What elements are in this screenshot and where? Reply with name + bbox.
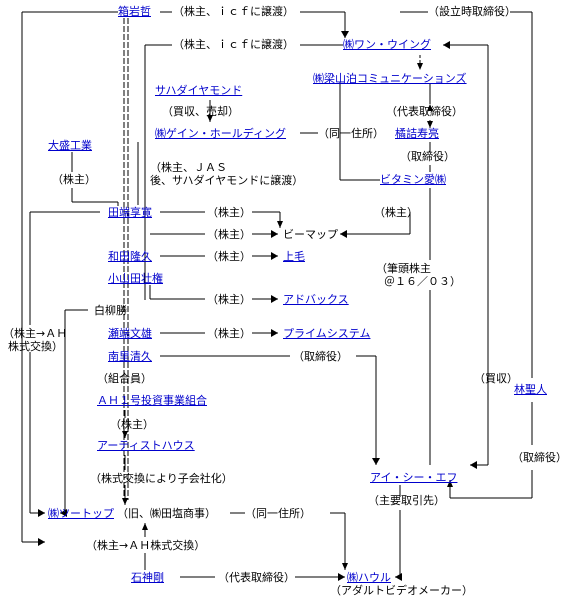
- edge-label: ＠１６／０３）: [384, 275, 461, 288]
- edge-label: （株主）: [207, 327, 251, 340]
- edge-label: （同一住所）: [245, 507, 311, 520]
- edge-label: （取締役）: [512, 451, 561, 464]
- edge-label: （旧、㈱田塩商事）: [117, 507, 216, 520]
- edge-label: （取締役）: [293, 350, 348, 363]
- node-ice[interactable]: アイ・シー・エフ: [370, 471, 458, 484]
- edge-label: （買収）: [474, 372, 518, 385]
- edge-label: （取締役）: [400, 150, 455, 163]
- edge-label: （設立時取締役）: [428, 5, 516, 18]
- node-hakoiwa[interactable]: 箱岩哲: [118, 5, 151, 18]
- node-vitamin[interactable]: ビタミン愛㈱: [380, 173, 446, 186]
- edge-label: （株式交換により子会社化）: [90, 472, 233, 485]
- edge-label: （主要取引先）: [368, 494, 445, 507]
- edge-label: （買収、売却）: [162, 105, 239, 118]
- node-ah1[interactable]: ＡＨ１号投資事業組合: [97, 394, 207, 407]
- edge-label: （アダルトビデオメーカー）: [330, 584, 473, 597]
- edge-label: （株主、ｉｃｆに譲渡）: [173, 5, 294, 18]
- node-nanri[interactable]: 南里清久: [108, 350, 152, 363]
- node-wada[interactable]: 和田隆久: [108, 250, 152, 263]
- edge-label: （株主→ＡＨ株式交換）: [86, 539, 206, 552]
- node-shirayanagi: 白柳勝: [94, 304, 127, 317]
- edge-label: （組合員）: [97, 372, 152, 385]
- edge-label: （筆頭株主: [376, 262, 431, 275]
- edge-label: 後、サハダイヤモンドに譲渡）: [150, 174, 304, 187]
- node-taisei[interactable]: 大盛工業: [48, 139, 92, 152]
- node-shiryou[interactable]: ㈱梁山泊コミュニケーションズ: [313, 72, 467, 85]
- edge-label: 株式交換）: [8, 340, 63, 353]
- edge-label: （株主）: [110, 418, 154, 431]
- edge-label: （同一住所）: [318, 127, 384, 140]
- node-hayashi[interactable]: 林聖人: [514, 383, 547, 396]
- edge-label: （株主、ＪＡＳ: [150, 161, 227, 174]
- edge-label: （株主）: [207, 293, 251, 306]
- node-oyamada[interactable]: 小山田壮権: [108, 272, 163, 285]
- edge-label: （株主）: [52, 173, 96, 186]
- node-prime[interactable]: プライムシステム: [283, 327, 371, 340]
- node-artist[interactable]: アーティストハウス: [97, 439, 195, 452]
- edge-label: （株主、ｉｃｆに譲渡）: [173, 38, 294, 51]
- node-joumo[interactable]: 上毛: [283, 250, 305, 263]
- edge-label: （代表取締役）: [218, 571, 295, 584]
- node-gein[interactable]: ㈱ゲイン・ホールディング: [155, 127, 287, 140]
- node-sahadia[interactable]: サハダイヤモンド: [155, 84, 243, 97]
- edge-label: （株主）: [207, 250, 251, 263]
- node-tabata[interactable]: 田端享寛: [108, 206, 152, 219]
- node-wan-wing[interactable]: ㈱ワン・ウイング: [343, 38, 431, 51]
- node-ishigami[interactable]: 石神剛: [131, 571, 164, 584]
- node-howl[interactable]: ㈱ハウル: [347, 571, 391, 584]
- edge-label: （株主→ＡＨ: [3, 327, 68, 340]
- edge-label: （株主）: [207, 228, 251, 241]
- edge-label: （株主）: [207, 206, 251, 219]
- node-sebata[interactable]: 瀬端文雄: [108, 327, 152, 340]
- edge-label: （株主）: [374, 206, 418, 219]
- node-tsuji[interactable]: 橘詰寿亮: [395, 127, 439, 140]
- edge-label: （代表取締役）: [386, 105, 463, 118]
- node-adbox[interactable]: アドバックス: [283, 293, 349, 306]
- node-tsutop[interactable]: ㈱ツートップ: [48, 507, 114, 520]
- node-bmap: ビーマップ: [283, 228, 338, 241]
